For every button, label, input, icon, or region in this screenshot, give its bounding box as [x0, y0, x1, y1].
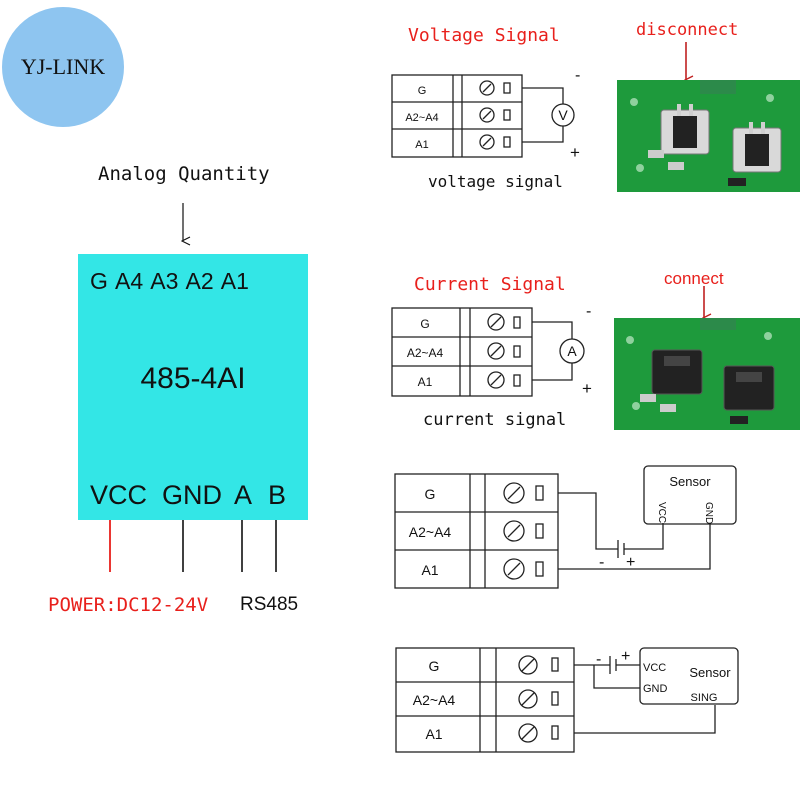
logo-badge: YJ-LINK	[2, 7, 124, 127]
current-signal-caption: current signal	[423, 410, 567, 430]
voltage-signal-title: Voltage Signal	[408, 25, 560, 46]
sensor2-vcc: VCC	[643, 662, 666, 674]
current-plus: +	[582, 379, 592, 398]
terminal-label-a1: A1	[415, 139, 428, 151]
logo-text: YJ-LINK	[20, 54, 106, 79]
terminal3-label-a2a4: A2~A4	[409, 524, 452, 540]
sensor2-plus: +	[621, 648, 630, 665]
terminal-label-g: G	[418, 85, 427, 97]
terminal-label-a2a4: A2~A4	[405, 112, 438, 124]
terminal4-label-a1: A1	[425, 726, 442, 742]
sensor2-gnd: GND	[643, 683, 668, 695]
current-signal-title: Current Signal	[414, 274, 566, 295]
power-label: POWER:DC12-24V	[48, 594, 209, 616]
current-minus: -	[586, 303, 591, 320]
voltmeter-label: V	[558, 107, 568, 123]
sensor2-title: Sensor	[689, 665, 731, 680]
terminal3-label-a1: A1	[421, 562, 438, 578]
sensor2-minus: -	[596, 651, 601, 668]
terminal2-label-a2a4: A2~A4	[407, 346, 444, 360]
voltage-signal-caption: voltage signal	[428, 172, 563, 191]
terminal2-label-g: G	[420, 317, 429, 331]
pcb-photo-connect	[614, 318, 800, 430]
module-name: 485-4AI	[140, 362, 246, 395]
rs485-label: RS485	[240, 594, 299, 615]
terminal-block-voltage	[391, 74, 575, 158]
module-485-4ai: G A4 A3 A2 A1 485-4AI VCC GND A B	[78, 254, 308, 520]
analog-quantity-label: Analog Quantity	[98, 163, 270, 185]
sensor1-minus: -	[599, 554, 604, 571]
disconnect-label: disconnect	[636, 20, 739, 40]
pin-gnd: GND	[162, 480, 222, 510]
terminal-block-current	[391, 307, 585, 397]
pin-b: B	[268, 480, 287, 510]
sensor1-gnd: GND	[703, 502, 714, 524]
sensor1-vcc: VCC	[656, 502, 667, 523]
terminal-block-sensor1	[394, 465, 737, 589]
ammeter-label: A	[567, 343, 577, 359]
pin-vcc: VCC	[90, 480, 148, 510]
terminal3-label-g: G	[425, 486, 436, 502]
terminal4-label-a2a4: A2~A4	[413, 692, 456, 708]
connect-label: connect	[664, 269, 724, 288]
voltage-plus: +	[570, 143, 580, 162]
pin-a: A	[234, 480, 253, 510]
module-top-pins: G A4 A3 A2 A1	[90, 268, 249, 294]
terminal-block-sensor2	[395, 647, 739, 753]
terminal4-label-g: G	[429, 658, 440, 674]
sensor1-title: Sensor	[669, 474, 711, 489]
sensor2-sing: SING	[691, 692, 718, 704]
sensor1-plus: +	[626, 554, 635, 571]
voltage-minus: -	[575, 67, 580, 84]
pcb-photo-disconnect	[617, 80, 800, 192]
terminal2-label-a1: A1	[418, 375, 433, 389]
